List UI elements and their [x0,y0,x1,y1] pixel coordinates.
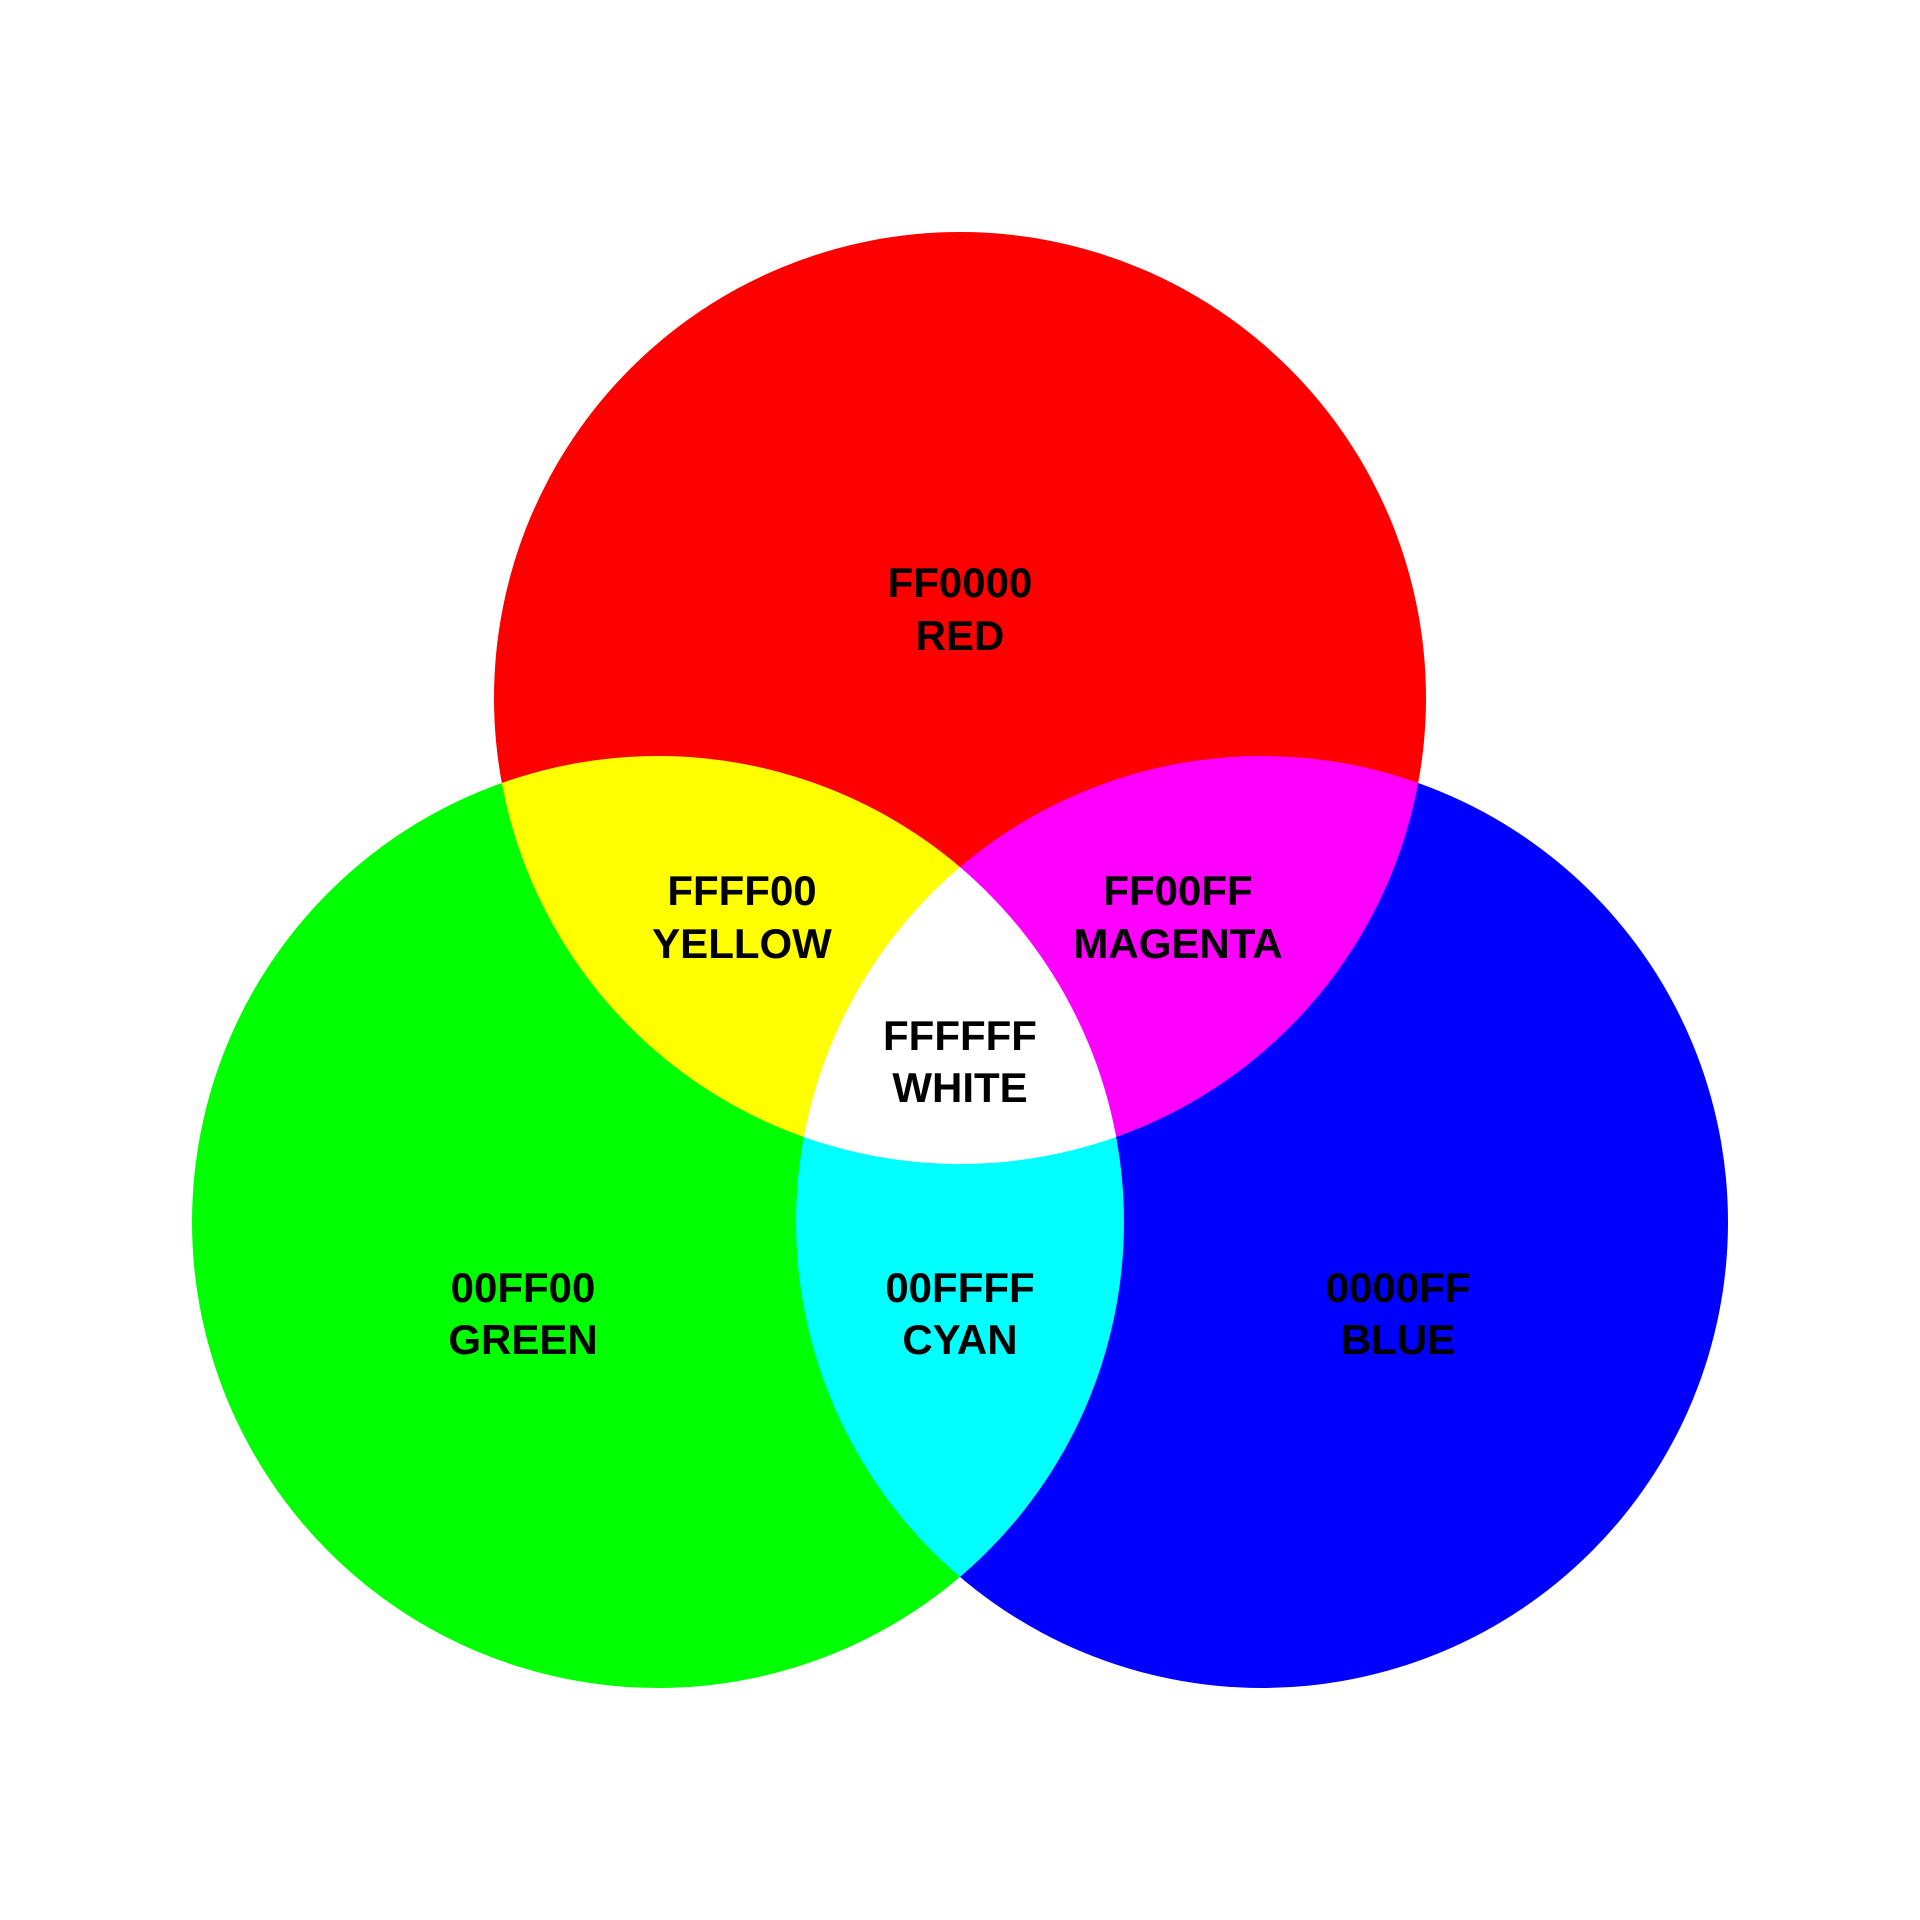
color-circles [192,232,1728,1688]
green-region-label: 00FF00 GREEN [448,1264,597,1363]
magenta-color-name: MAGENTA [1073,920,1282,967]
red-region-label: FF0000 RED [888,559,1033,659]
white-region-label: FFFFFF WHITE [883,1012,1037,1111]
red-color-name: RED [916,612,1005,659]
cyan-color-name: CYAN [902,1316,1017,1363]
white-hex-code: FFFFFF [883,1012,1037,1059]
magenta-region-label: FF00FF MAGENTA [1073,867,1282,967]
region-labels: FF0000 RED FFFF00 YELLOW FF00FF MAGENTA … [448,559,1470,1363]
blue-color-name: BLUE [1341,1316,1455,1363]
blue-circle [796,756,1728,1688]
yellow-color-name: YELLOW [652,920,832,967]
cyan-hex-code: 00FFFF [885,1264,1034,1311]
blue-region-label: 0000FF BLUE [1326,1264,1471,1363]
blue-hex-code: 0000FF [1326,1264,1471,1311]
green-hex-code: 00FF00 [451,1264,596,1311]
yellow-hex-code: FFFF00 [667,867,816,914]
cyan-region-label: 00FFFF CYAN [885,1264,1034,1363]
magenta-hex-code: FF00FF [1103,867,1252,914]
white-color-name: WHITE [892,1064,1027,1111]
green-color-name: GREEN [448,1316,597,1363]
yellow-region-label: FFFF00 YELLOW [652,867,832,967]
red-hex-code: FF0000 [888,559,1033,606]
